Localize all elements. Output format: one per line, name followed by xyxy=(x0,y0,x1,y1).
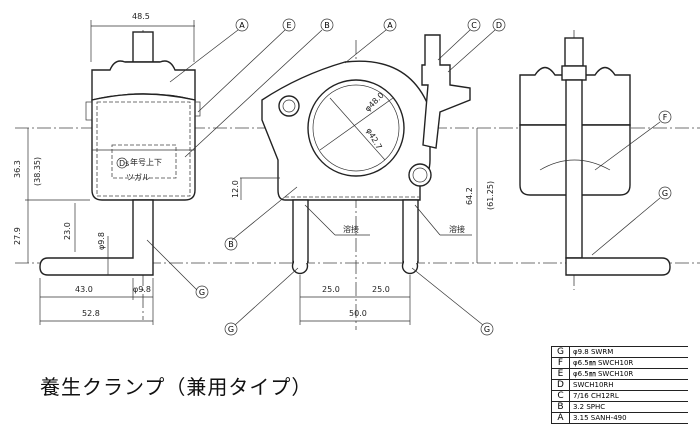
dim-l1: 43.0 xyxy=(75,285,93,294)
part-spec: φ9.8 SWRM xyxy=(569,346,688,358)
callout-bubbles: A E B A C D F G G G G B xyxy=(195,18,672,336)
part-spec: 3.15 SANH-490 xyxy=(569,412,688,424)
dim-25-left: 25.0 xyxy=(322,285,340,294)
dim-dia-vertical: φ9.8 xyxy=(97,232,106,250)
part-key: G xyxy=(551,346,570,358)
part-key: E xyxy=(551,368,570,380)
callout-a2: A xyxy=(387,21,393,30)
callout-g-center-right: G xyxy=(484,325,490,334)
callout-e: E xyxy=(286,21,291,30)
left-view: Ds 年号上下 ツガル 48.5 36.3 (38.35) 27.9 23.0 … xyxy=(13,12,201,325)
dim-h1: 36.3 xyxy=(13,160,22,178)
dim-50: 50.0 xyxy=(349,309,367,318)
dim-h1-ref: (38.35) xyxy=(33,157,42,186)
center-view: φ48.0 φ42.7 12.0 溶接 溶接 64.2 (61.25) 25.0… xyxy=(231,34,495,325)
part-key: D xyxy=(551,379,570,391)
part-spec: 3.2 SPHC xyxy=(569,401,688,413)
dim-h2: 27.9 xyxy=(13,227,22,245)
maker-logo: Ds xyxy=(119,159,129,168)
callout-g-left: G xyxy=(199,288,205,297)
plate-text-line2: ツガル xyxy=(126,172,150,182)
drawing-title: 養生クランプ（兼用タイプ） xyxy=(40,375,313,399)
callout-a: A xyxy=(239,21,245,30)
dim-64: 64.2 xyxy=(465,187,474,205)
part-spec: φ6.5㎜ SWCH10R xyxy=(569,368,688,380)
callout-g-right: G xyxy=(662,189,668,198)
part-key: F xyxy=(551,357,570,369)
dim-l2: 52.8 xyxy=(82,309,100,318)
right-view xyxy=(519,37,671,276)
dim-h3: 23.0 xyxy=(63,222,72,240)
callout-leaders xyxy=(146,29,661,326)
dim-25-right: 25.0 xyxy=(372,285,390,294)
dim-12: 12.0 xyxy=(231,180,240,198)
plate-text-line1: 年号上下 xyxy=(130,157,162,167)
dim-61: (61.25) xyxy=(486,181,495,210)
callout-d: D xyxy=(496,21,502,30)
callout-b: B xyxy=(324,21,330,30)
dim-width-top: 48.5 xyxy=(132,12,150,21)
weld-label-right: 溶接 xyxy=(449,224,465,234)
part-spec: SWCH10RH xyxy=(569,379,688,391)
callout-f: F xyxy=(663,113,668,122)
weld-label-left: 溶接 xyxy=(343,224,359,234)
dim-dia-horizontal: φ9.8 xyxy=(133,285,151,294)
part-key: C xyxy=(551,390,570,402)
part-key: A xyxy=(551,412,570,424)
callout-b2: B xyxy=(228,240,234,249)
part-spec: φ6.5㎜ SWCH10R xyxy=(569,357,688,369)
callout-c: C xyxy=(471,21,477,30)
part-spec: 7/16 CH12RL xyxy=(569,390,688,402)
part-key: B xyxy=(551,401,570,413)
callout-g-center-left: G xyxy=(228,325,234,334)
